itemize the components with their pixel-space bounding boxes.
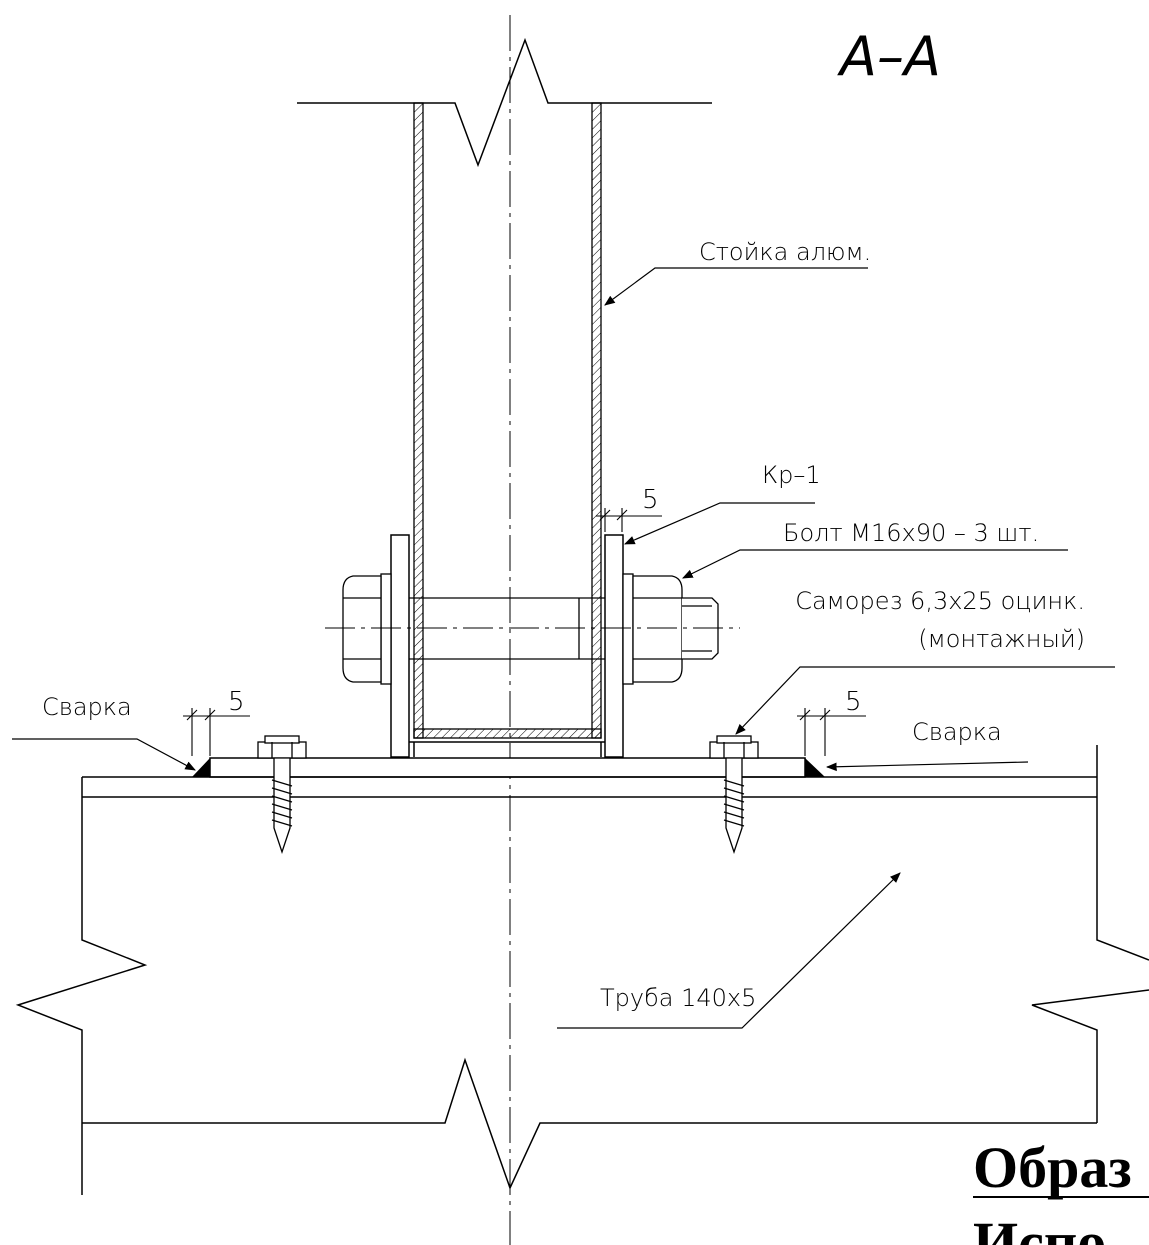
stamp-line2: Испо bbox=[973, 1210, 1106, 1245]
weld-left-label: Сварка bbox=[42, 693, 132, 721]
bracket-gap-dim: 5 bbox=[642, 485, 659, 515]
self-drilling-screw-right bbox=[709, 735, 759, 855]
pipe-140x5 bbox=[15, 745, 1149, 1195]
aluminium-post bbox=[413, 102, 602, 739]
bracket-label: Кр–1 bbox=[762, 461, 821, 489]
weld-right-mark bbox=[805, 758, 825, 777]
self-drilling-screw-left bbox=[257, 735, 307, 855]
screw-leader bbox=[735, 666, 1115, 735]
bolt-label: Болт М16х90 – 3 шт. bbox=[783, 519, 1039, 547]
weld-left-dim: 5 bbox=[228, 687, 245, 717]
bracket-leader bbox=[624, 502, 815, 545]
post-leader bbox=[604, 267, 868, 306]
dimension-weld-right bbox=[797, 708, 866, 756]
dimension-weld-left bbox=[183, 708, 250, 756]
screw-label-line1: Саморез 6,3х25 оцинк. bbox=[795, 587, 1085, 615]
bracket-kr1 bbox=[390, 534, 624, 758]
weld-left-mark bbox=[192, 758, 210, 777]
stamp-line1: Образ bbox=[973, 1135, 1132, 1200]
bolt-leader bbox=[682, 549, 1068, 579]
post-label: Стойка алюм. bbox=[699, 238, 871, 266]
weld-right-leader bbox=[825, 761, 1029, 772]
weld-left-leader bbox=[12, 738, 196, 771]
pipe-label: Труба 140х5 bbox=[600, 984, 756, 1012]
bolt-m16 bbox=[342, 573, 719, 685]
pipe-leader bbox=[557, 872, 901, 1029]
screw-label-line2: (монтажный) bbox=[918, 625, 1085, 653]
dimension-bracket-gap bbox=[596, 508, 662, 532]
weld-right-label: Сварка bbox=[912, 718, 1002, 746]
section-title: А–А bbox=[837, 25, 941, 88]
base-plate bbox=[209, 757, 806, 778]
post-break-line bbox=[297, 37, 712, 168]
weld-right-dim: 5 bbox=[845, 687, 862, 717]
